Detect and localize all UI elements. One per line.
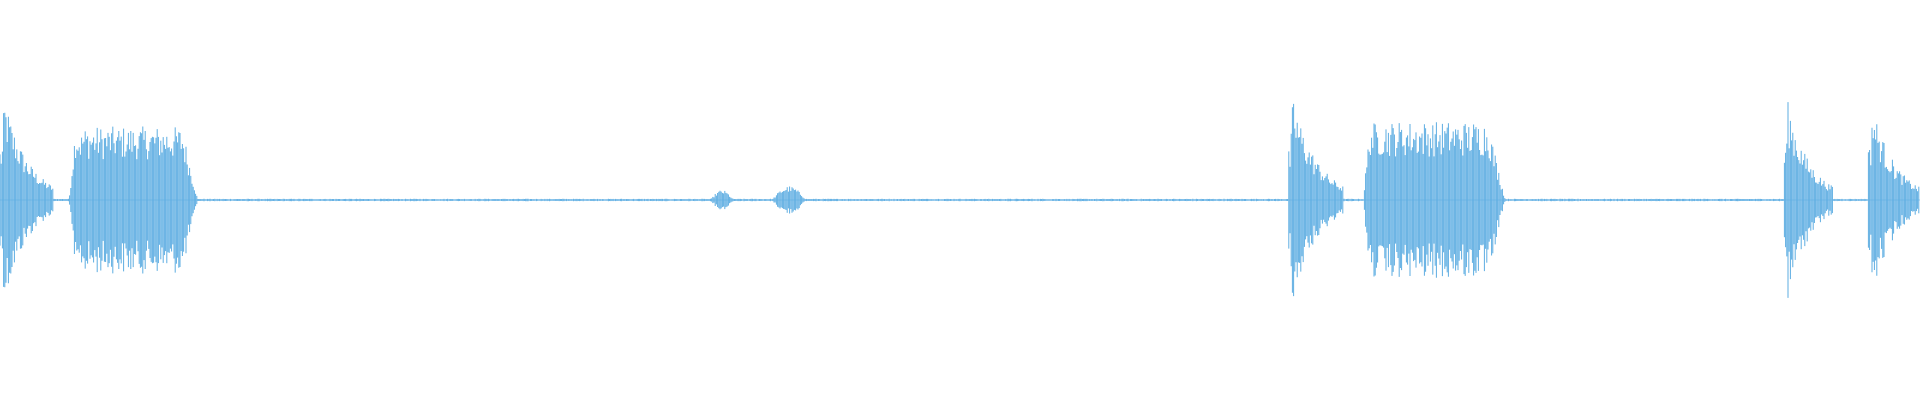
waveform-bars xyxy=(0,102,1920,298)
